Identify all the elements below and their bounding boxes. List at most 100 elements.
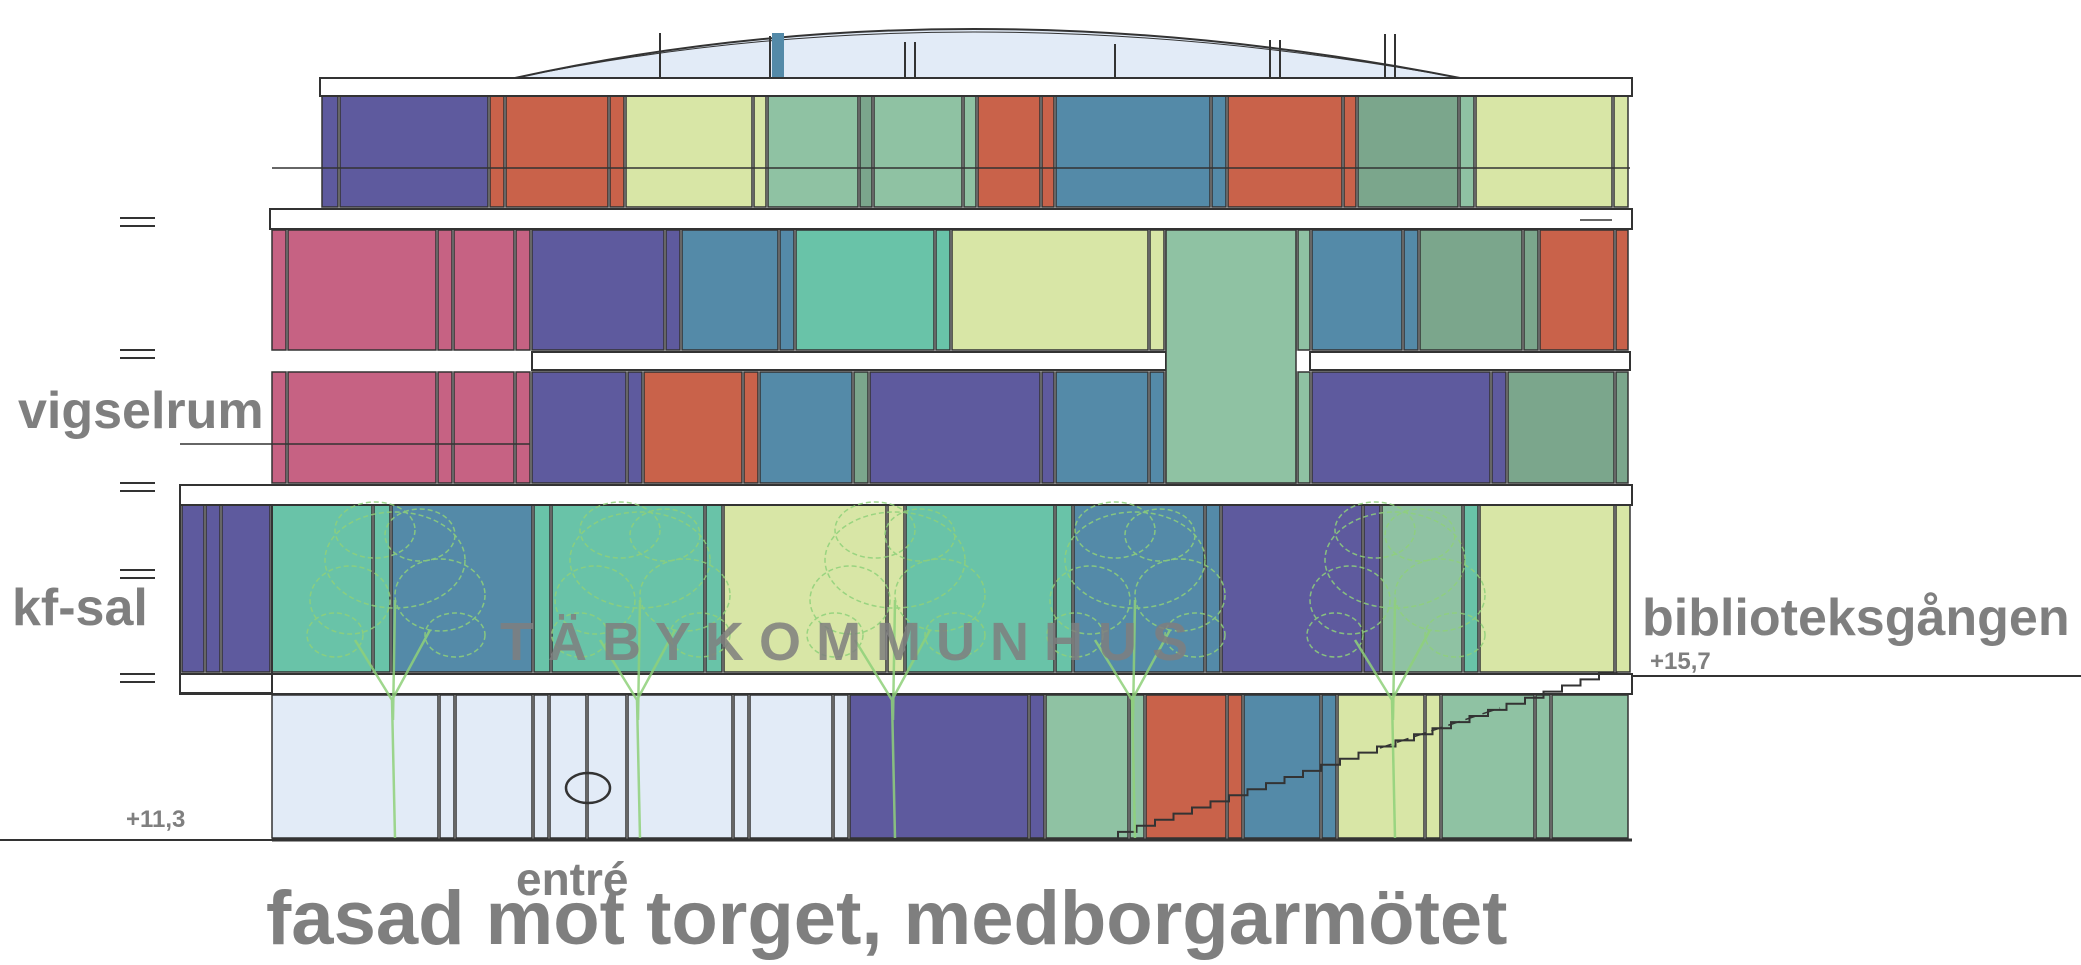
tree-crown-2-1: [809, 565, 891, 635]
tree-crown-0-3: [334, 501, 416, 559]
top-panel-9: [873, 95, 963, 208]
mid-slab-left: [531, 351, 1167, 371]
ground-panel-14: [1145, 694, 1227, 839]
upper-a-panel-9: [795, 229, 935, 351]
staircase-rail: [1379, 707, 1501, 749]
upper-a-panel-4: [515, 229, 531, 351]
top-panel-20: [1613, 95, 1629, 208]
drawing-title: fasad mot torget, medborgarmötet: [266, 876, 1507, 961]
tree-0: [306, 501, 486, 839]
top-panel-3: [505, 95, 609, 208]
tree-crown-0-0: [324, 511, 466, 609]
tree-crown-1-2: [639, 558, 731, 632]
upper-b-panel-9: [759, 371, 853, 484]
tree-crown-4-3: [1334, 501, 1416, 559]
upper-b-panel-18: [1491, 371, 1507, 484]
tree-3: [1046, 501, 1226, 839]
tree-crown-3-4: [1124, 508, 1196, 562]
upper-a-panel-2: [437, 229, 453, 351]
ground-panel-9: [833, 694, 849, 839]
tree-crown-2-2: [894, 558, 986, 632]
upper-a-panel-12: [1149, 229, 1165, 351]
tree-crown-3-5: [1046, 612, 1104, 658]
kf-panel-19: [1479, 504, 1615, 673]
tree-crown-1-3: [579, 501, 661, 559]
staircase: [1117, 672, 1618, 838]
top-panel-2: [489, 95, 505, 208]
upper-a-panel-16: [1403, 229, 1419, 351]
upper-b-panel-11: [869, 371, 1041, 484]
roof-glass-vault: [514, 28, 1461, 79]
ground-panel-21: [1535, 694, 1551, 839]
kf-panel-13: [1073, 504, 1205, 673]
tree-crown-3-2: [1134, 558, 1226, 632]
tree-crown-2-0: [824, 511, 966, 609]
upper-a-panel-10: [935, 229, 951, 351]
tree-crown-4-4: [1384, 508, 1456, 562]
top-panel-7: [767, 95, 859, 208]
upper-b-panel-3: [453, 371, 515, 484]
top-panel-8: [859, 95, 873, 208]
upper-a-panel-17: [1419, 229, 1523, 351]
tree-crown-1-5: [551, 612, 609, 658]
kf-panel-7: [551, 504, 705, 673]
tree-1: [551, 501, 731, 839]
cantilever-outline: [179, 504, 273, 694]
ground-panel-15: [1227, 694, 1243, 839]
ground-panel-8: [749, 694, 833, 839]
ground-panel-10: [849, 694, 1029, 839]
facade-panels: [181, 95, 1631, 839]
kf-panel-11: [905, 504, 1055, 673]
upper-b-panel-20: [1615, 371, 1629, 484]
ground-panel-18: [1337, 694, 1425, 839]
upper-a-panel-11: [951, 229, 1149, 351]
kf-panel-18: [1463, 504, 1479, 673]
tree-crown-2-3: [834, 501, 916, 559]
upper-a-panel-7: [681, 229, 779, 351]
kf-panel-20: [1615, 504, 1631, 673]
upper-a-panel-5: [531, 229, 665, 351]
tree-crown-2-4: [884, 508, 956, 562]
upper-b-panel-5: [531, 371, 627, 484]
top-panel-19: [1475, 95, 1613, 208]
tree-4: [1306, 501, 1486, 839]
upper-a-panel-14: [1297, 229, 1311, 351]
tree-crown-0-5: [306, 612, 364, 658]
tree-crown-3-1: [1049, 565, 1131, 635]
tree-crown-0-1: [309, 565, 391, 635]
top-panel-1: [339, 95, 489, 208]
ground-panel-20: [1441, 694, 1535, 839]
top-panel-4: [609, 95, 625, 208]
tree-trunk-2: [853, 599, 932, 839]
upper-b-panel-13: [1055, 371, 1149, 484]
upper-b-panel-8: [743, 371, 759, 484]
upper-a-panel-20: [1615, 229, 1629, 351]
upper-b-panel-1: [287, 371, 437, 484]
upper-a-panel-8: [779, 229, 795, 351]
ground-panel-4: [549, 694, 587, 839]
top-panel-18: [1459, 95, 1475, 208]
tree-crown-2-6: [924, 612, 986, 658]
upper-a-panel-6: [665, 229, 681, 351]
top-panel-14: [1211, 95, 1227, 208]
top-panel-12: [1041, 95, 1055, 208]
tree-crown-4-5: [1306, 612, 1364, 658]
ground-panel-1: [439, 694, 455, 839]
ground-panel-6: [627, 694, 733, 839]
kf-panel-14: [1205, 504, 1221, 673]
ground-panel-16: [1243, 694, 1321, 839]
upper-a-panel-19: [1539, 229, 1615, 351]
roof-vault: [514, 28, 1461, 79]
upper-a-panel-1: [287, 229, 437, 351]
kf-panel-15: [1221, 504, 1363, 673]
upper-b-panel-4: [515, 371, 531, 484]
ground-panel-5: [587, 694, 627, 839]
trees-overlay: [306, 501, 1486, 839]
tree-crown-1-4: [629, 508, 701, 562]
upper-b-panel-7: [643, 371, 743, 484]
top-panel-13: [1055, 95, 1211, 208]
kf-panel-16: [1363, 504, 1381, 673]
roof-accent-panel: [772, 33, 784, 78]
biblioteksgangen-label: biblioteksgången: [1642, 589, 2070, 647]
